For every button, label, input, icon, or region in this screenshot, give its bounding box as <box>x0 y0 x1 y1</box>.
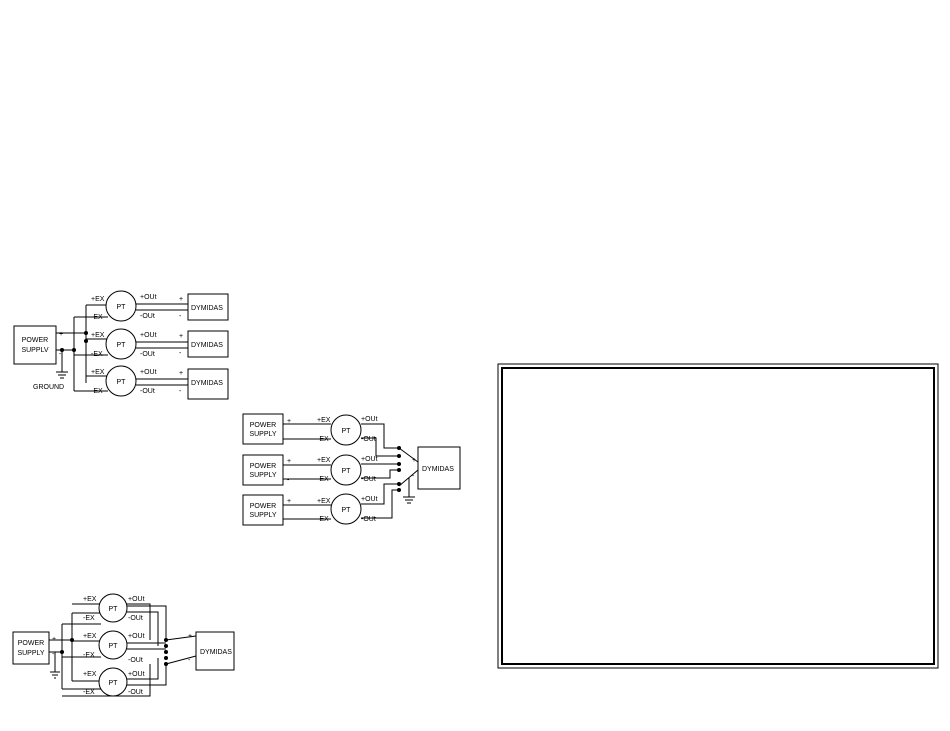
svg-text:-OUt: -OUt <box>140 351 155 358</box>
svg-text:-EX: -EX <box>91 351 103 358</box>
svg-text:+OUt: +OUt <box>128 633 145 640</box>
power-supply-label-1: POWER <box>22 337 48 344</box>
svg-text:+OUt: +OUt <box>128 671 145 678</box>
transducer-circle <box>105 290 137 322</box>
svg-text:-EX: -EX <box>317 476 329 483</box>
svg-text:DYMIDAS: DYMIDAS <box>191 380 223 387</box>
svg-text:+OUt: +OUt <box>140 369 157 376</box>
svg-text:POWER: POWER <box>250 463 276 470</box>
svg-text:-OUt: -OUt <box>128 615 143 622</box>
svg-text:PT: PT <box>109 606 119 613</box>
svg-text:-OUt: -OUt <box>361 516 376 523</box>
svg-text:+: + <box>287 458 291 465</box>
svg-text:DYMIDAS: DYMIDAS <box>200 649 232 656</box>
svg-text:+: + <box>412 457 416 464</box>
svg-text:-: - <box>179 313 182 320</box>
svg-text:-OUt: -OUt <box>140 388 155 395</box>
svg-text:PT: PT <box>342 428 352 435</box>
svg-text:PT: PT <box>117 379 127 386</box>
supply-plus: + <box>59 331 63 338</box>
svg-text:+EX: +EX <box>91 332 105 339</box>
svg-text:+: + <box>179 333 183 340</box>
svg-text:+: + <box>179 296 183 303</box>
svg-text:-OUt: -OUt <box>128 657 143 664</box>
svg-text:+: + <box>188 633 192 640</box>
svg-text:-: - <box>188 657 191 664</box>
svg-text:-EX: -EX <box>317 436 329 443</box>
daq-box <box>187 293 229 321</box>
svg-text:+OUt: +OUt <box>140 332 157 339</box>
svg-text:+EX: +EX <box>91 369 105 376</box>
svg-text:DYMIDAS: DYMIDAS <box>191 342 223 349</box>
svg-text:-: - <box>179 350 182 357</box>
svg-text:-EX: -EX <box>83 652 95 659</box>
svg-text:-OUt: -OUt <box>140 313 155 320</box>
svg-text:+OUt: +OUt <box>361 416 378 423</box>
svg-text:PT: PT <box>342 468 352 475</box>
svg-text:-EX: -EX <box>91 388 103 395</box>
svg-text:-: - <box>179 388 182 395</box>
svg-text:+OUt: +OUt <box>361 456 378 463</box>
svg-text:DYMIDAS: DYMIDAS <box>422 466 454 473</box>
svg-text:-OUt: -OUt <box>128 689 143 696</box>
svg-text:SUPPLY: SUPPLY <box>249 431 276 438</box>
svg-text:+EX: +EX <box>83 633 97 640</box>
svg-text:-EX: -EX <box>83 615 95 622</box>
svg-text:-EX: -EX <box>83 689 95 696</box>
svg-text:PT: PT <box>109 643 119 650</box>
transducer-row-1: PT +EX -EX +OUt -OUt DYMIDAS + - <box>74 290 229 322</box>
power-supply-box <box>13 325 57 365</box>
transducer-row-3: PT +EX -EX +OUt -OUt DYMIDAS + - <box>74 365 229 400</box>
svg-text:-: - <box>287 477 290 484</box>
svg-text:+: + <box>287 418 291 425</box>
svg-text:+EX: +EX <box>317 498 331 505</box>
svg-text:+EX: +EX <box>91 296 105 303</box>
svg-text:+: + <box>179 370 183 377</box>
svg-text:SUPPLY: SUPPLY <box>249 512 276 519</box>
svg-text:PT: PT <box>342 507 352 514</box>
svg-text:+OUt: +OUt <box>128 596 145 603</box>
svg-text:-: - <box>52 651 55 658</box>
svg-text:POWER: POWER <box>250 503 276 510</box>
svg-text:PT: PT <box>109 680 119 687</box>
svg-text:+EX: +EX <box>83 596 97 603</box>
svg-text:+OUt: +OUt <box>361 496 378 503</box>
ground-label: GROUND <box>33 384 64 391</box>
svg-text:POWER: POWER <box>18 640 44 647</box>
svg-text:-EX: -EX <box>317 516 329 523</box>
svg-text:+EX: +EX <box>83 671 97 678</box>
svg-text:+OUt: +OUt <box>140 294 157 301</box>
svg-text:+EX: +EX <box>317 457 331 464</box>
svg-text:PT: PT <box>117 342 127 349</box>
svg-text:-: - <box>412 473 415 480</box>
empty-frame <box>497 363 939 669</box>
svg-text:+EX: +EX <box>317 417 331 424</box>
svg-text:SUPPLY: SUPPLY <box>249 472 276 479</box>
svg-text:+: + <box>287 498 291 505</box>
svg-text:SUPPLY: SUPPLY <box>17 650 44 657</box>
svg-text:POWER: POWER <box>250 422 276 429</box>
diagram-multiple-supply-single-daq: POWER SUPPLY + - PT +EX -EX +OUt -OUt PO… <box>242 413 461 526</box>
diagram-single-supply-multiple-daq: POWER SUPPLV + - GROUND PT +EX -EX +OUt … <box>13 290 229 400</box>
svg-text:DYMIDAS: DYMIDAS <box>191 305 223 312</box>
supply-minus: - <box>59 351 62 358</box>
svg-text:-OUt: -OUt <box>361 436 376 443</box>
transducer-row-2: PT +EX -EX +OUt -OUt DYMIDAS + - <box>74 328 229 360</box>
power-supply-label-2: SUPPLV <box>21 347 48 354</box>
svg-text:-OUt: -OUt <box>361 476 376 483</box>
svg-text:-EX: -EX <box>91 314 103 321</box>
svg-text:PT: PT <box>117 304 127 311</box>
diagram-single-supply-switched-daq: POWER SUPPLY + - PT +EX -EX +OUt -OUt PT… <box>12 593 235 697</box>
